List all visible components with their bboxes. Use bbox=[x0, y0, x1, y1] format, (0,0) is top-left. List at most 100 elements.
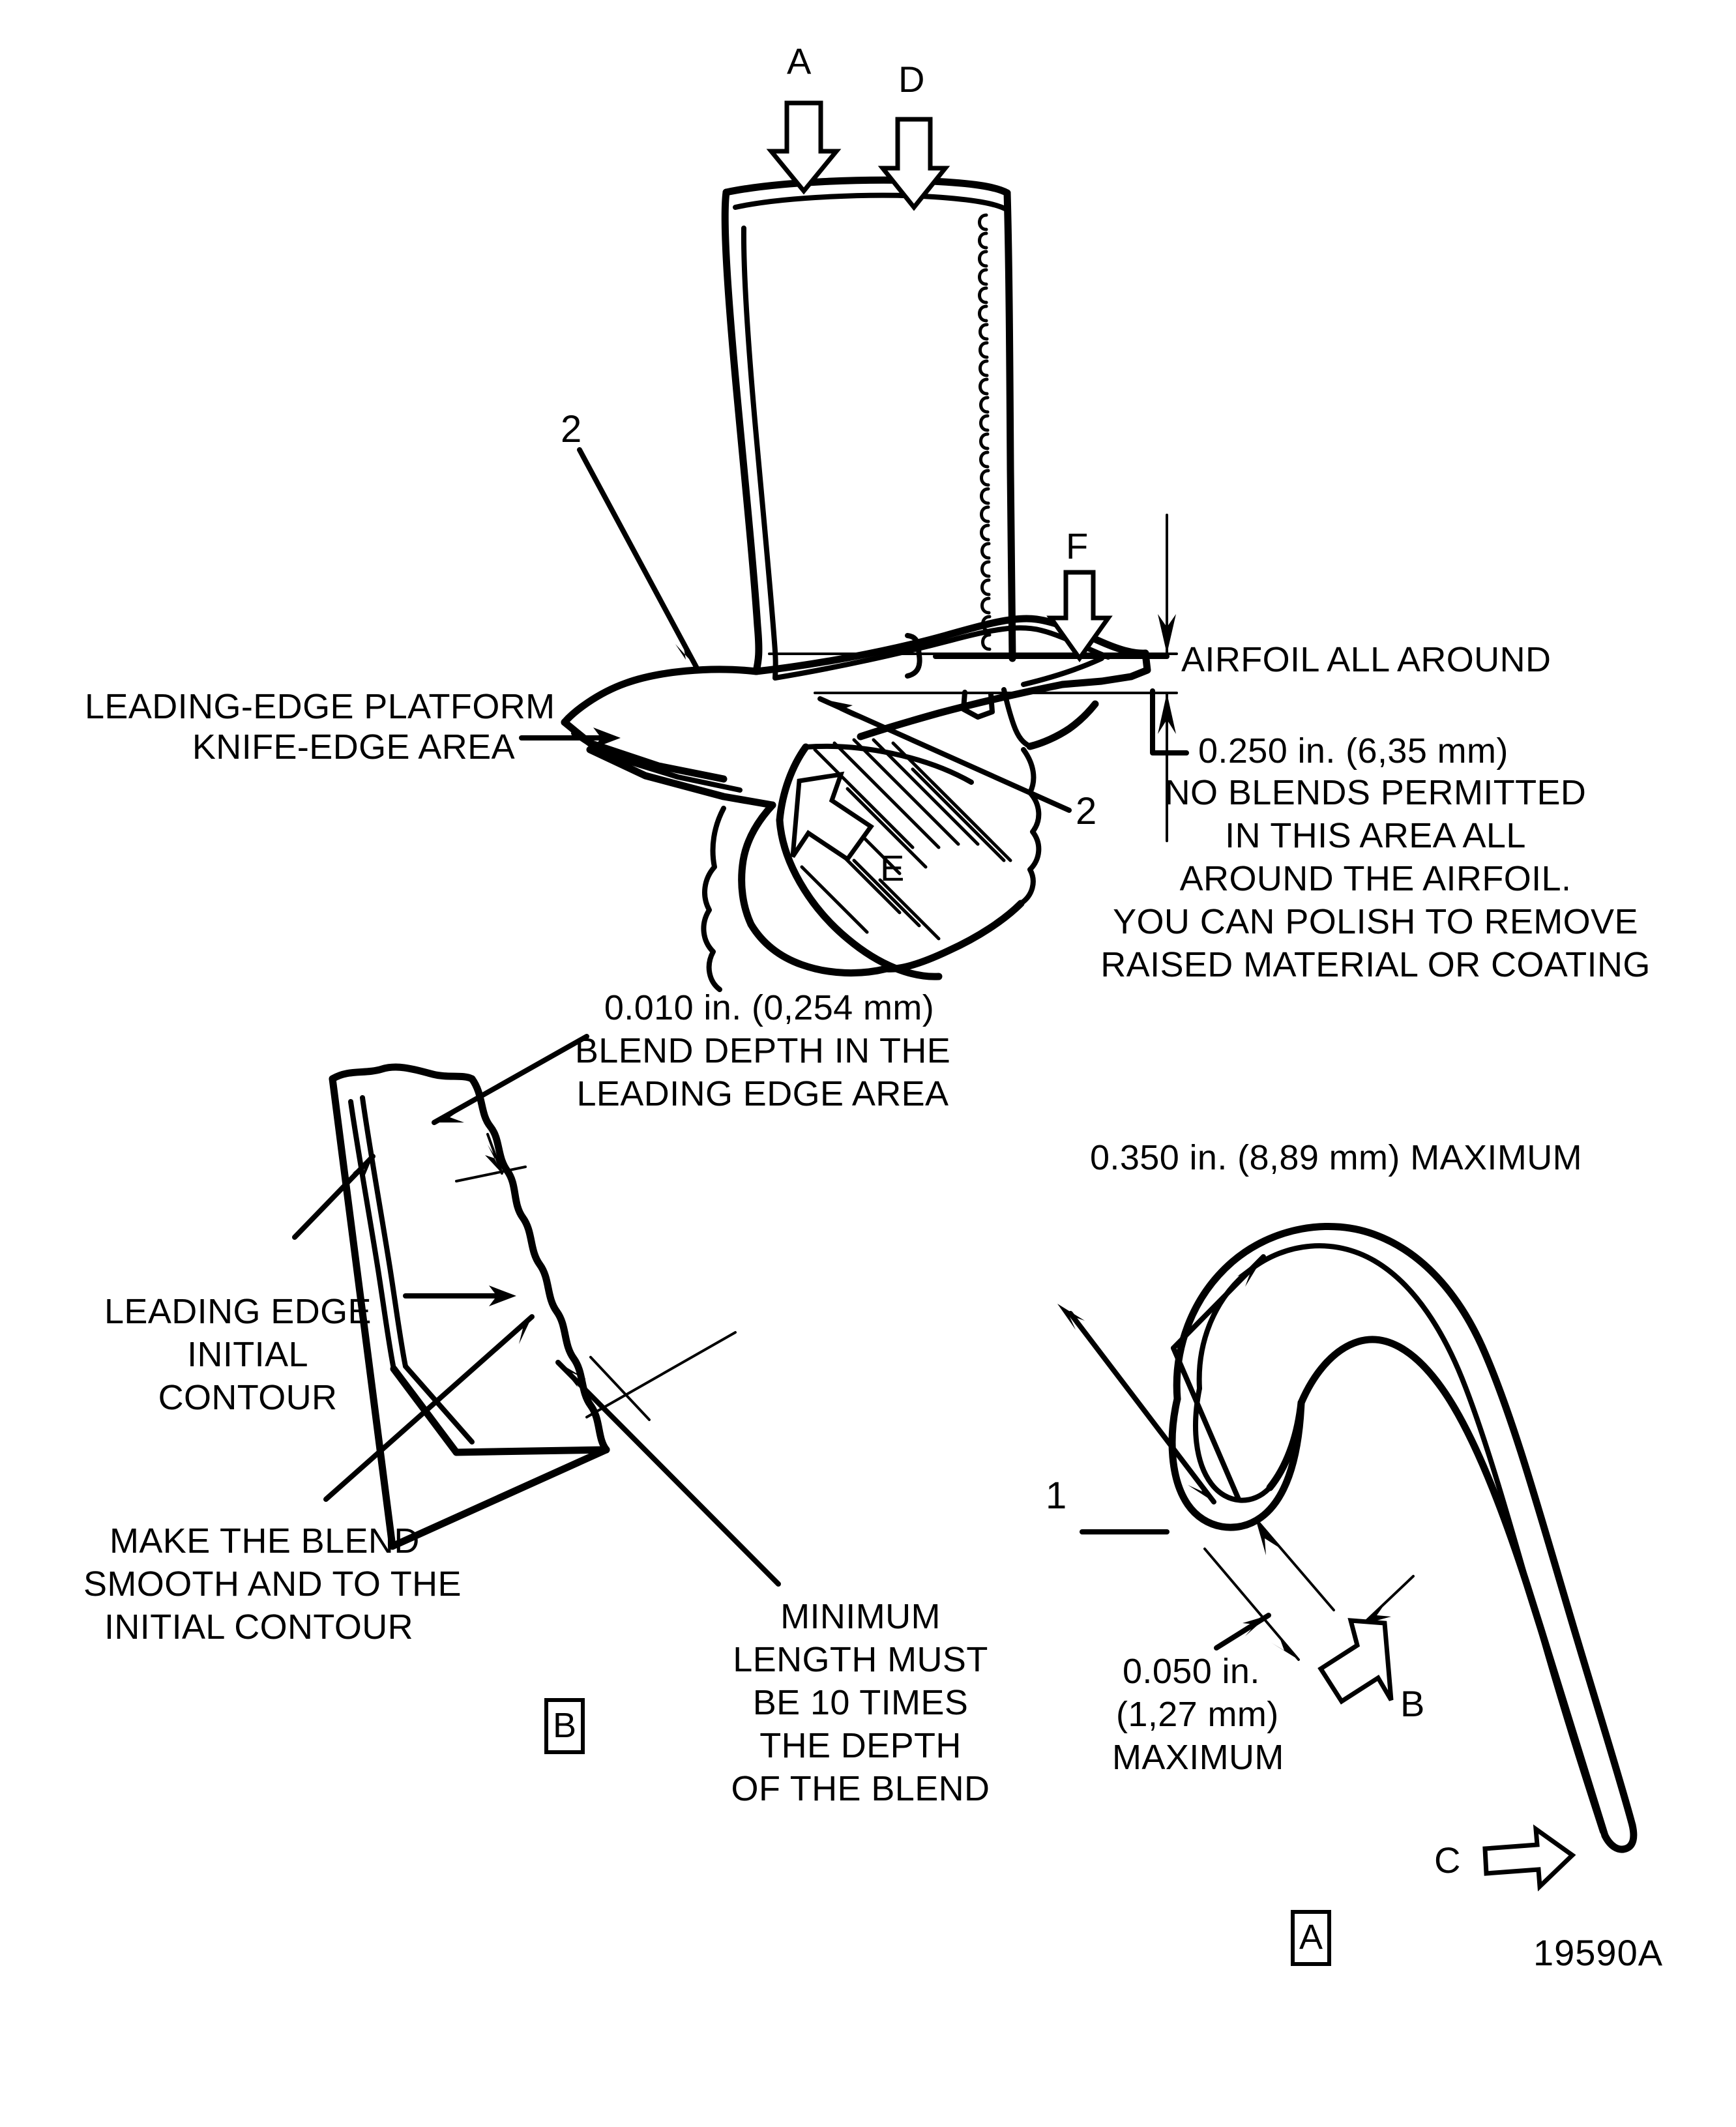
airfoil-trailing-edge bbox=[1003, 189, 1016, 662]
view-arrow-c-detail-glyph bbox=[1482, 1824, 1576, 1892]
detail-b-depth-arrowhead bbox=[485, 1145, 502, 1173]
min-length-note-line1: MINIMUM bbox=[780, 1597, 941, 1636]
leader-item2-upper-arrowhead bbox=[675, 636, 696, 667]
detail-view-label-a-text: A bbox=[1299, 1917, 1323, 1957]
main-blade-drawing bbox=[519, 100, 1189, 992]
root-face-edge bbox=[803, 743, 974, 785]
detail-b-depth-witness bbox=[455, 1166, 527, 1182]
min-length-note-line2: LENGTH MUST bbox=[733, 1640, 988, 1679]
detail-view-label-b: B bbox=[544, 1698, 585, 1754]
root-bottom-contour bbox=[747, 920, 890, 977]
item-callout-2-upper: 2 bbox=[561, 408, 582, 450]
le-thickness-note-line3: MAXIMUM bbox=[1112, 1738, 1284, 1777]
root-hatch-boundary-bottom bbox=[776, 816, 943, 980]
blend-smooth-note-line3: INITIAL CONTOUR bbox=[104, 1607, 414, 1647]
root-left-wavy bbox=[701, 806, 726, 992]
blend-depth-note-line1: 0.010 in. (0,254 mm) bbox=[604, 988, 935, 1027]
view-arrow-a-label: A bbox=[787, 40, 812, 81]
leader-min-length-arrowhead bbox=[558, 1362, 587, 1387]
view-arrow-d-label: D bbox=[898, 59, 925, 100]
detail-a-trailing-edge-tip bbox=[1601, 1821, 1638, 1853]
dimension-note-line3: IN THIS AREA ALL bbox=[1225, 816, 1526, 855]
leader-min-length bbox=[555, 1360, 781, 1587]
leader-leading-edge-arrowhead bbox=[489, 1285, 516, 1306]
leader-max-chord-arrowhead bbox=[1237, 1257, 1263, 1287]
view-arrow-f-glyph bbox=[1046, 570, 1113, 663]
detail-b-leading-edge-initial-line bbox=[360, 1095, 408, 1369]
detail-a-thickness-dim-upper bbox=[1254, 1518, 1335, 1611]
detail-view-label-a: A bbox=[1291, 1910, 1331, 1966]
blend-depth-note-line3: LEADING EDGE AREA bbox=[576, 1074, 949, 1113]
leader-item2-lower-arrowhead bbox=[820, 699, 859, 720]
leader-blend-smooth bbox=[323, 1314, 535, 1502]
min-length-note-line3: BE 10 TIMES bbox=[752, 1683, 969, 1722]
detail-a-drawing bbox=[1057, 1223, 1638, 1892]
detail-b-lower-face-line bbox=[403, 1364, 475, 1445]
platform-trailing-edge-profile bbox=[752, 615, 1149, 675]
leader-blend-depth bbox=[432, 1034, 589, 1125]
dimension-note-line4: AROUND THE AIRFOIL. bbox=[1179, 859, 1572, 898]
airfoil-leading-inner-line bbox=[741, 226, 778, 681]
detail-a-thickness-arrowhead-upper bbox=[1256, 1519, 1279, 1555]
detail-b-bottom-edge bbox=[389, 1446, 610, 1550]
airfoil-outline bbox=[721, 188, 763, 675]
platform-right-rim-inner bbox=[1021, 656, 1104, 687]
shank-right-wall bbox=[1026, 700, 1099, 750]
root-left-contour bbox=[738, 801, 776, 928]
detail-b-left-edge bbox=[329, 1075, 396, 1550]
view-arrow-b-detail-label: B bbox=[1400, 1683, 1425, 1724]
platform-label-line1: LEADING-EDGE PLATFORM bbox=[85, 687, 555, 726]
leader-max-chord-extension bbox=[1171, 1345, 1241, 1502]
detail-b-leading-edge-blend-line bbox=[348, 1099, 396, 1372]
detail-a-thickness-witness bbox=[1361, 1575, 1415, 1626]
detail-b-minlen-dim-line bbox=[589, 1356, 651, 1421]
airfoil-tip-edge bbox=[722, 176, 1011, 197]
view-arrow-e-glyph bbox=[790, 771, 874, 862]
item-callout-1: 1 bbox=[1046, 1474, 1067, 1517]
le-thickness-note-line1: 0.050 in. bbox=[1123, 1652, 1260, 1691]
platform-upper-surface bbox=[561, 666, 760, 726]
airfoil-edge-serration bbox=[978, 213, 992, 651]
detail-view-label-b-text: B bbox=[552, 1705, 577, 1745]
figure-part-number: 19590A bbox=[1533, 1932, 1664, 1973]
platform-knife-edge-bottom bbox=[586, 746, 776, 809]
detail-a-outer-surface bbox=[1173, 1223, 1636, 1829]
dimension-note-line1: 0.250 in. (6,35 mm) bbox=[1198, 731, 1508, 770]
leader-le-contour-arrowhead bbox=[352, 1156, 373, 1181]
min-length-note-line5: OF THE BLEND bbox=[731, 1769, 990, 1808]
blend-depth-note-line2: BLEND DEPTH IN THE bbox=[574, 1031, 951, 1070]
dim-arrowhead-bottom bbox=[1158, 693, 1176, 734]
detail-b-top-break-edge bbox=[329, 1063, 476, 1083]
shank-upper-right bbox=[1001, 687, 1033, 749]
view-arrow-f-label: F bbox=[1066, 525, 1089, 566]
dim-arrowhead-top bbox=[1158, 614, 1176, 654]
view-arrow-d-glyph bbox=[877, 117, 950, 211]
leader-le-contour-diagonal bbox=[292, 1154, 375, 1240]
dimension-note-line5: YOU CAN POLISH TO REMOVE bbox=[1113, 902, 1638, 941]
view-arrow-b-detail-glyph bbox=[1317, 1618, 1394, 1705]
detail-a-lip-return bbox=[1266, 1399, 1305, 1491]
leader-blend-smooth-arrowhead bbox=[510, 1317, 532, 1344]
detail-a-thickness-witness-arrowhead bbox=[1362, 1602, 1391, 1624]
leader-item2-lower bbox=[817, 696, 1072, 813]
detail-b-depth-dim-line bbox=[486, 1133, 503, 1175]
view-arrow-a-glyph bbox=[766, 100, 842, 195]
detail-a-thickness-arrowhead-lower bbox=[1271, 1636, 1299, 1660]
leading-edge-note-line3: CONTOUR bbox=[158, 1378, 338, 1417]
view-arrow-c-detail-label: C bbox=[1434, 1840, 1461, 1881]
view-arrow-e-label: E bbox=[880, 847, 905, 888]
leader-item2-upper bbox=[577, 447, 699, 669]
item-callout-2-lower: 2 bbox=[1076, 790, 1097, 832]
max-chord-note: 0.350 in. (8,89 mm) MAXIMUM bbox=[1090, 1138, 1582, 1177]
detail-a-leading-edge-inner-lip bbox=[1193, 1386, 1273, 1503]
root-right-wavy bbox=[1018, 747, 1042, 906]
dim-note-leader-elbow bbox=[1150, 688, 1189, 755]
detail-b-drawing bbox=[292, 1034, 781, 1587]
leader-secondary-arrowhead bbox=[1057, 1304, 1085, 1330]
leading-edge-note-line2: INITIAL bbox=[187, 1335, 308, 1374]
shank-notch bbox=[961, 690, 995, 720]
leader-outer-surface-arrowhead bbox=[1188, 1477, 1214, 1502]
detail-b-lower-chamfer bbox=[390, 1365, 610, 1456]
airfoil-tip-inner-edge bbox=[733, 192, 1010, 213]
